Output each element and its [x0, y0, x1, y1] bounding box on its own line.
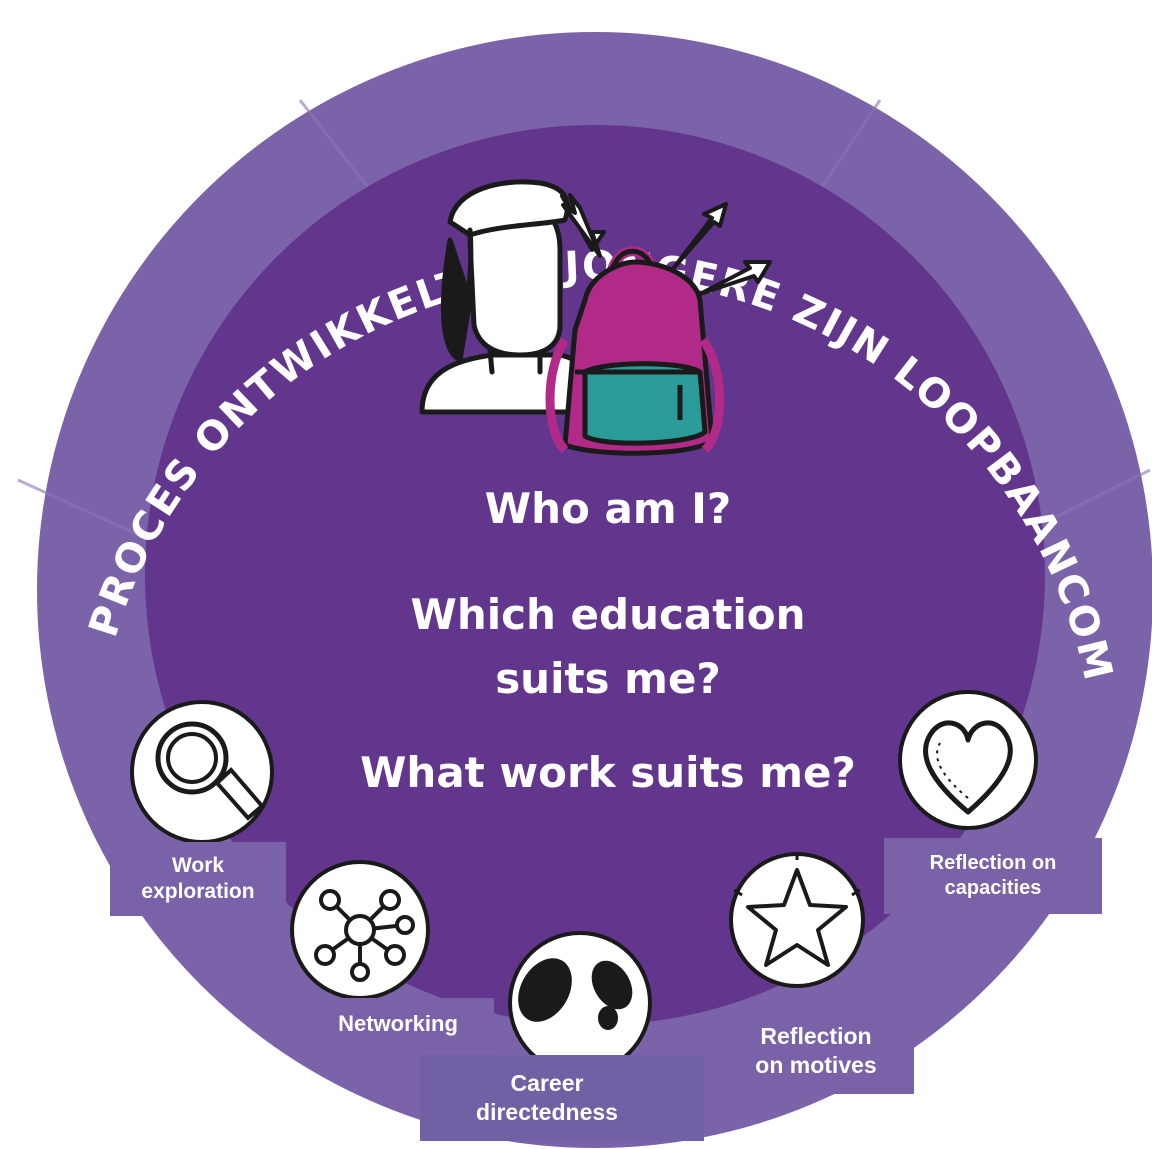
footprints-icon: [508, 931, 652, 1075]
inner-disc: [145, 125, 1045, 1025]
network-icon: [290, 860, 430, 1000]
question-who-am-i: Who am I?: [484, 484, 732, 533]
heart-icon: [898, 690, 1038, 830]
backpack-illustration: [545, 246, 725, 456]
question-education-line2: suits me?: [495, 654, 721, 703]
question-education-line1: Which education: [410, 590, 806, 639]
magnifier-icon: [130, 700, 274, 844]
ring-seams: [17, 99, 1151, 542]
label-networking: Networking: [302, 998, 494, 1050]
star-icon: [729, 852, 865, 988]
question-education: Which education suits me?: [320, 583, 896, 711]
question-work: What work suits me?: [360, 748, 856, 797]
attention-arrows: [560, 193, 772, 296]
